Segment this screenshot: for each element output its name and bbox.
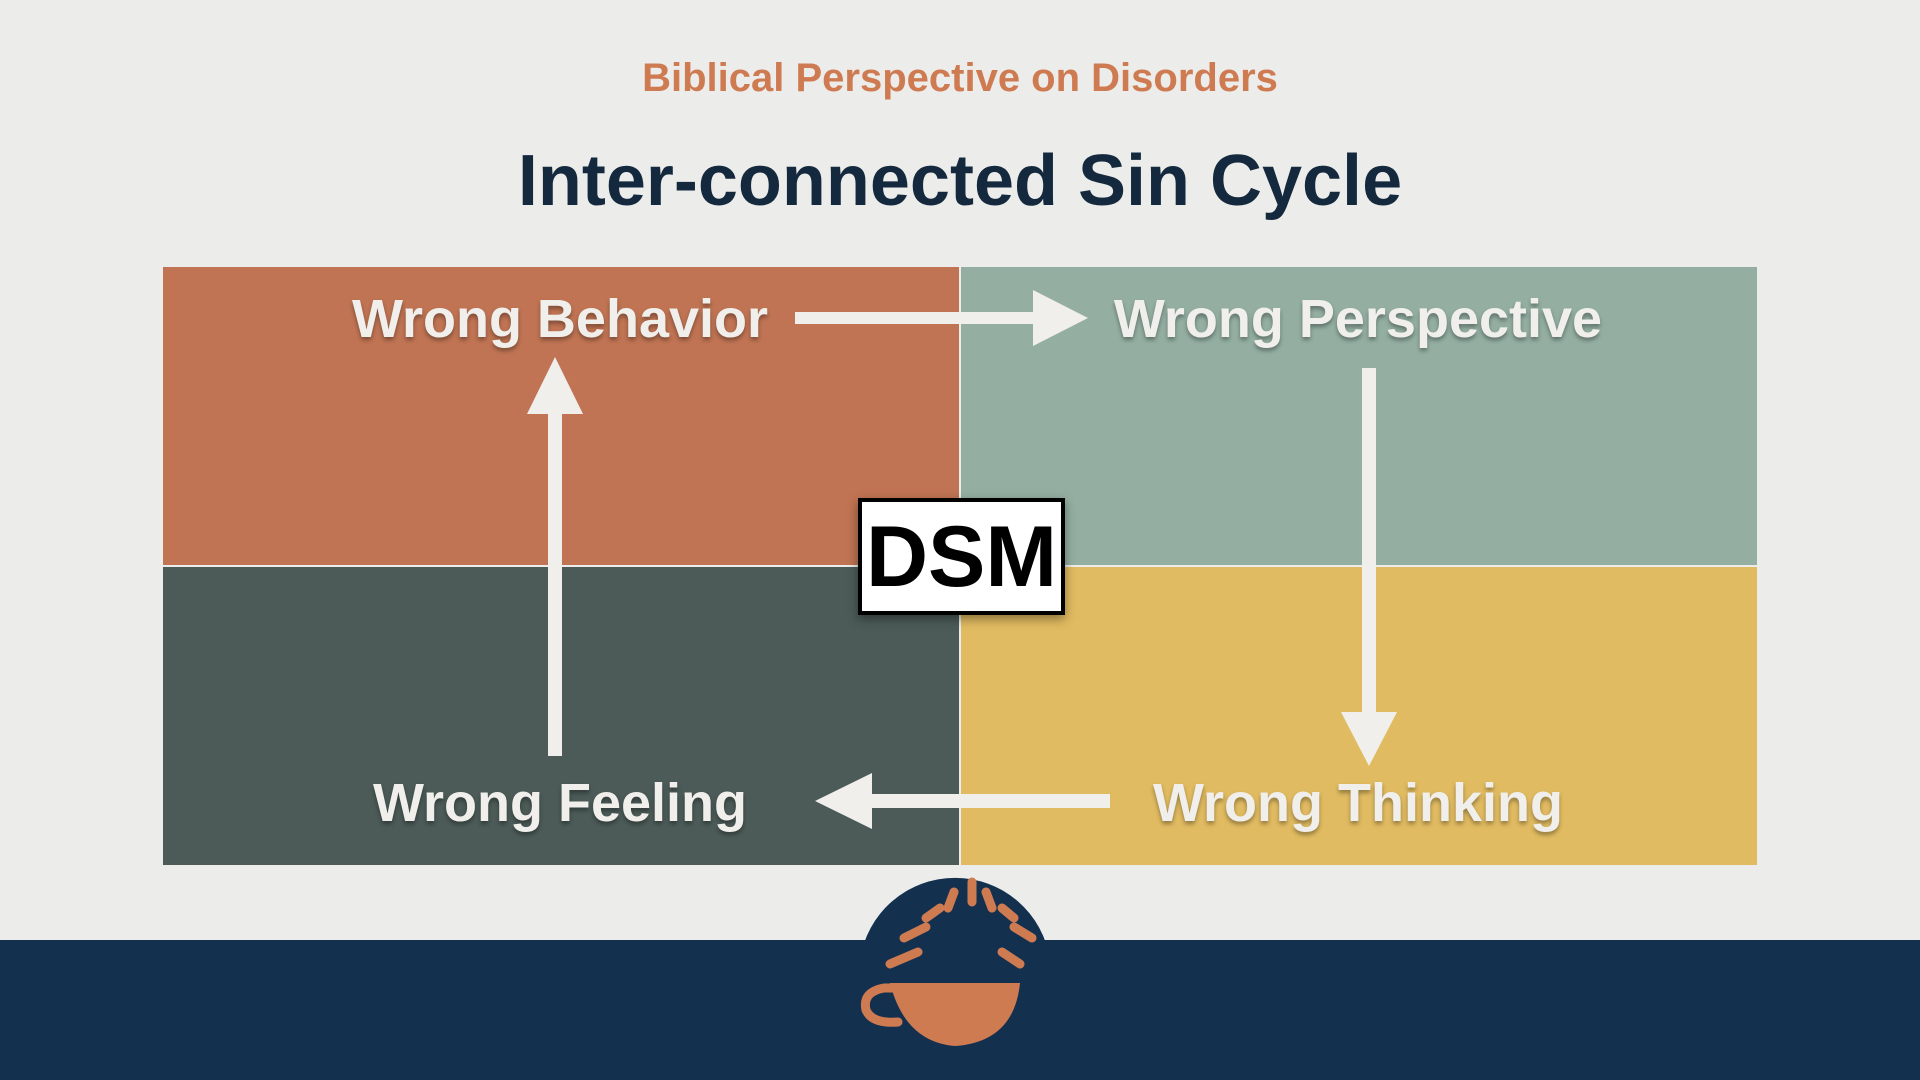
- slide-subtitle: Biblical Perspective on Disorders: [642, 56, 1278, 100]
- dsm-label: DSM: [865, 508, 1058, 605]
- quadrant-top-right: [961, 267, 1757, 565]
- slide-title: Inter-connected Sin Cycle: [517, 141, 1403, 221]
- footer-bar: [0, 940, 1920, 1080]
- label-wrong-feeling: Wrong Feeling: [373, 773, 747, 833]
- label-wrong-behavior: Wrong Behavior: [351, 289, 769, 349]
- label-wrong-thinking: Wrong Thinking: [1153, 773, 1563, 833]
- dsm-center-box: DSM: [858, 498, 1065, 615]
- label-wrong-perspective: Wrong Perspective: [1113, 289, 1603, 349]
